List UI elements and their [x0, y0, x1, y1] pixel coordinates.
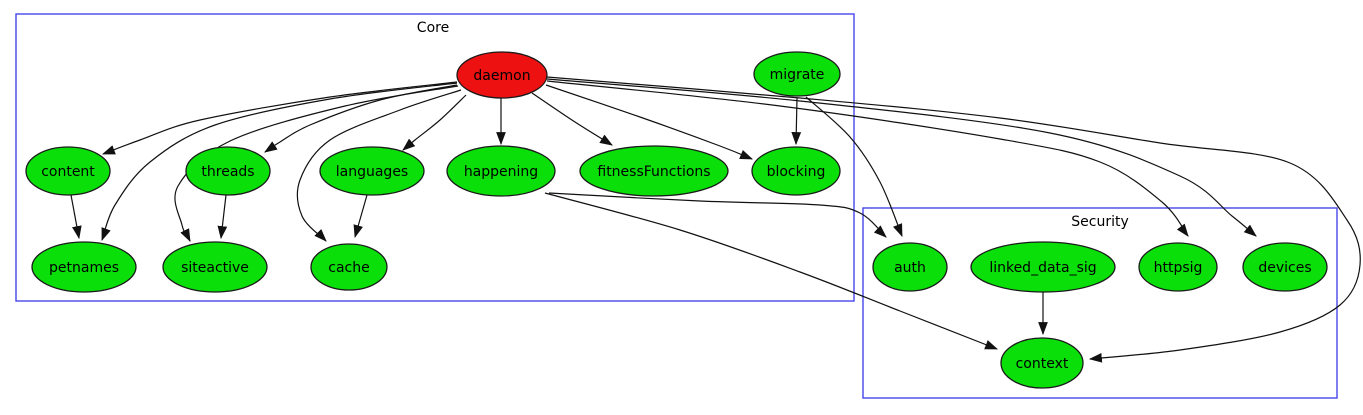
node-petnames-ellipse	[31, 241, 137, 293]
node-context: context	[1000, 337, 1084, 389]
edge-migrate-blocking	[791, 97, 802, 146]
node-migrate: migrate	[753, 51, 841, 97]
node-fitnessFunctions-ellipse	[579, 145, 729, 197]
node-context-ellipse	[1000, 337, 1084, 389]
edge-daemon-devices	[546, 78, 1257, 237]
node-cache-ellipse	[310, 243, 388, 291]
node-devices-ellipse	[1242, 242, 1328, 292]
node-threads: threads	[185, 146, 271, 196]
edge-languages-cache	[353, 194, 368, 239]
edge-daemon-content	[101, 81, 458, 155]
node-threads-label: threads	[201, 164, 254, 180]
node-cache: cache	[310, 243, 388, 291]
edge-daemon-petnames	[101, 82, 458, 242]
node-daemon: daemon	[456, 51, 548, 99]
cluster-core-border	[15, 13, 855, 302]
edge-happening-context	[544, 192, 999, 350]
node-blocking-label: blocking	[767, 164, 826, 180]
node-blocking-ellipse	[751, 146, 841, 196]
node-httpsig-ellipse	[1138, 242, 1218, 292]
node-petnames-label: petnames	[49, 260, 119, 276]
cluster-security-label: Security	[1071, 214, 1129, 230]
node-happening: happening	[446, 145, 556, 197]
edge-daemon-cache	[296, 89, 462, 242]
node-httpsig-label: httpsig	[1154, 260, 1203, 276]
node-migrate-ellipse	[753, 51, 841, 97]
edge-daemon-blocking	[545, 84, 754, 160]
node-daemon-label: daemon	[473, 68, 530, 84]
node-httpsig: httpsig	[1138, 242, 1218, 292]
edge-threads-siteactive	[217, 194, 228, 240]
node-happening-label: happening	[464, 164, 538, 180]
node-content-label: content	[41, 164, 95, 180]
cluster-security-border	[862, 207, 1338, 399]
node-context-label: context	[1016, 356, 1069, 372]
node-languages-label: languages	[336, 164, 408, 180]
node-cache-label: cache	[328, 260, 369, 276]
node-siteactive: siteactive	[162, 241, 268, 293]
node-migrate-label: migrate	[770, 67, 825, 83]
node-content: content	[25, 146, 111, 196]
node-content-ellipse	[25, 146, 111, 196]
node-linked_data_sig: linked_data_sig	[970, 241, 1116, 293]
edge-happening-auth	[548, 192, 887, 238]
edge-daemon-httpsig	[546, 80, 1189, 237]
node-fitnessFunctions: fitnessFunctions	[579, 145, 729, 197]
edge-daemon-languages	[402, 94, 467, 151]
node-fitnessFunctions-label: fitnessFunctions	[597, 164, 710, 180]
node-devices: devices	[1242, 242, 1328, 292]
node-petnames: petnames	[31, 241, 137, 293]
node-siteactive-label: siteactive	[181, 260, 249, 276]
node-linked_data_sig-label: linked_data_sig	[989, 260, 1096, 276]
edge-daemon-fitnessFunctions	[531, 92, 613, 146]
node-auth-ellipse	[872, 242, 948, 292]
node-daemon-ellipse	[456, 51, 548, 99]
node-blocking: blocking	[751, 146, 841, 196]
node-devices-label: devices	[1258, 260, 1311, 276]
edge-migrate-auth	[805, 96, 903, 238]
node-siteactive-ellipse	[162, 241, 268, 293]
node-linked_data_sig-ellipse	[970, 241, 1116, 293]
edge-daemon-threads	[264, 84, 458, 153]
cluster-core-label: Core	[417, 20, 449, 36]
edge-daemon-context	[546, 76, 1361, 363]
node-happening-ellipse	[446, 145, 556, 197]
edge-content-petnames	[70, 194, 82, 240]
node-threads-ellipse	[185, 146, 271, 196]
node-auth: auth	[872, 242, 948, 292]
node-languages-ellipse	[319, 146, 425, 196]
node-languages: languages	[319, 146, 425, 196]
node-auth-label: auth	[894, 260, 926, 276]
